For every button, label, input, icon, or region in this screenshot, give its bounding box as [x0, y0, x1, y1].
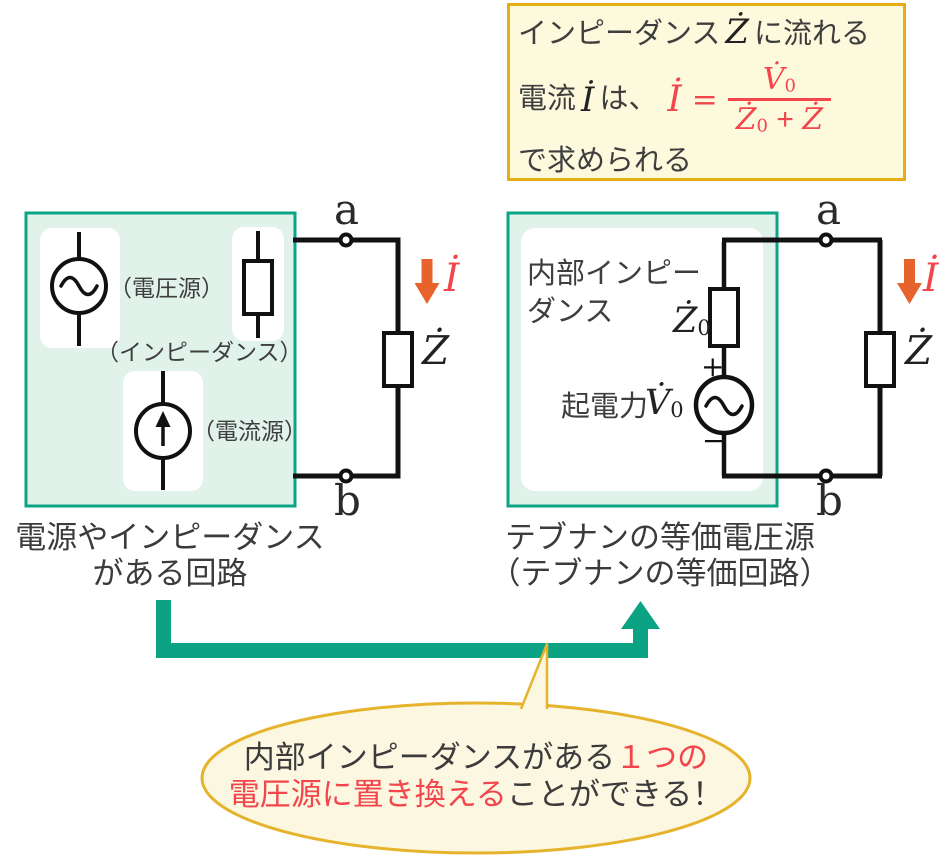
- z-symbol: Ż: [802, 101, 824, 137]
- left-caption-line1: 電源やインピーダンス: [15, 520, 325, 555]
- right-terminal-b-node: [818, 468, 834, 484]
- left-current-arrow-icon: [414, 259, 440, 304]
- voltage-source-label: （電圧源）: [109, 275, 224, 301]
- formula-l1-z-symbol: Ż: [725, 12, 750, 52]
- equation-fraction: V̇0 Ż0 + Ż: [727, 62, 832, 138]
- bubble-line1: 内部インピーダンスがある１つの: [176, 739, 776, 776]
- v0-label-subscript: 0: [670, 398, 684, 423]
- z0-label-symbol: Ż: [673, 301, 698, 341]
- bubble-line1-black: 内部インピーダンスがある: [243, 740, 616, 775]
- bubble-text: 内部インピーダンスがある１つの 電圧源に置き換えることができる！: [176, 739, 776, 813]
- bubble-line1-red: １つの: [615, 740, 709, 775]
- right-terminal-b-label: b: [816, 476, 843, 525]
- formula-line-2: 電流 İ は、 İ = V̇0 Ż0 + Ż: [518, 50, 832, 150]
- emf-voltage-source-icon: [693, 374, 755, 436]
- formula-box: インピーダンス Ż に流れる 電流 İ は、 İ = V̇0 Ż0 + Ż で求…: [507, 3, 906, 181]
- formula-l2-pre: 電流: [518, 83, 577, 116]
- internal-impedance-label-line2: ダンス: [527, 296, 614, 328]
- fraction-denominator: Ż0 + Ż: [727, 97, 832, 138]
- bubble-line2: 電圧源に置き換えることができる！: [176, 776, 776, 813]
- left-current-label: İ: [444, 256, 460, 301]
- internal-impedance-label-line1: 内部インピー: [527, 258, 702, 290]
- right-caption-line2: （テブナンの等価回路）: [489, 556, 831, 591]
- formula-l2-i-symbol: İ: [581, 80, 595, 120]
- formula-line-3: で求められる: [518, 145, 693, 178]
- right-load-impedance-label: Ż: [905, 329, 933, 374]
- emf-label: 起電力: [561, 391, 649, 423]
- impedance-icon: [242, 231, 274, 338]
- current-equation: İ = V̇0 Ż0 + Ż: [667, 62, 832, 138]
- speech-bubble: [200, 701, 752, 855]
- left-caption-line2: がある回路: [92, 556, 248, 591]
- right-caption-line1: テブナンの等価電圧源: [505, 520, 815, 555]
- bubble-line2-red: 電圧源に置き換える: [228, 777, 507, 812]
- right-current-label: İ: [923, 256, 939, 301]
- right-terminal-a-label: a: [816, 185, 842, 234]
- internal-impedance-icon: [708, 287, 740, 348]
- left-terminal-b-label: b: [334, 476, 361, 525]
- right-load-impedance-icon: [864, 331, 896, 388]
- formula-l2-post: は、: [599, 83, 658, 116]
- plus-operator: +: [776, 102, 794, 136]
- left-load-impedance-icon: [382, 331, 414, 388]
- equation-equals: =: [691, 82, 718, 118]
- fraction-numerator: V̇0: [755, 62, 804, 98]
- bubble-line2-black: ことができる！: [506, 777, 724, 812]
- left-load-impedance-label: Ż: [422, 329, 450, 374]
- v0-symbol: V̇: [762, 62, 785, 97]
- left-terminal-b-node: [338, 468, 354, 484]
- polarity-plus: +: [701, 350, 725, 383]
- formula-l1-post: に流れる: [754, 18, 871, 50]
- v0-label-symbol: V̇: [645, 383, 671, 423]
- formula-l3-text: で求められる: [518, 145, 693, 177]
- speech-bubble-tail: [519, 642, 549, 710]
- polarity-minus: −: [702, 424, 726, 457]
- z0-symbol: Ż: [735, 101, 757, 137]
- v0-subscript: 0: [784, 75, 796, 97]
- impedance-label: （インピーダンス）: [96, 339, 303, 365]
- left-caption: 電源やインピーダンス がある回路: [0, 520, 340, 592]
- left-terminal-a-node: [338, 232, 354, 248]
- transform-arrow-icon: [156, 600, 660, 658]
- z0-subscript: 0: [756, 115, 768, 137]
- formula-l1-pre: インピーダンス: [518, 18, 721, 50]
- right-current-arrow-icon: [897, 259, 922, 304]
- v0-label: V̇0: [645, 385, 684, 421]
- z0-label-subscript: 0: [697, 316, 711, 341]
- right-terminal-a-node: [818, 232, 834, 248]
- equation-lhs: İ: [667, 79, 682, 120]
- left-terminal-a-label: a: [334, 185, 360, 234]
- voltage-source-icon: [50, 232, 108, 346]
- right-caption: テブナンの等価電圧源 （テブナンの等価回路）: [460, 520, 860, 592]
- current-source-label: （電流源）: [192, 418, 307, 444]
- current-source-icon: [134, 371, 192, 490]
- z0-label: Ż0: [673, 303, 711, 339]
- formula-line-1: インピーダンス Ż に流れる: [518, 15, 870, 51]
